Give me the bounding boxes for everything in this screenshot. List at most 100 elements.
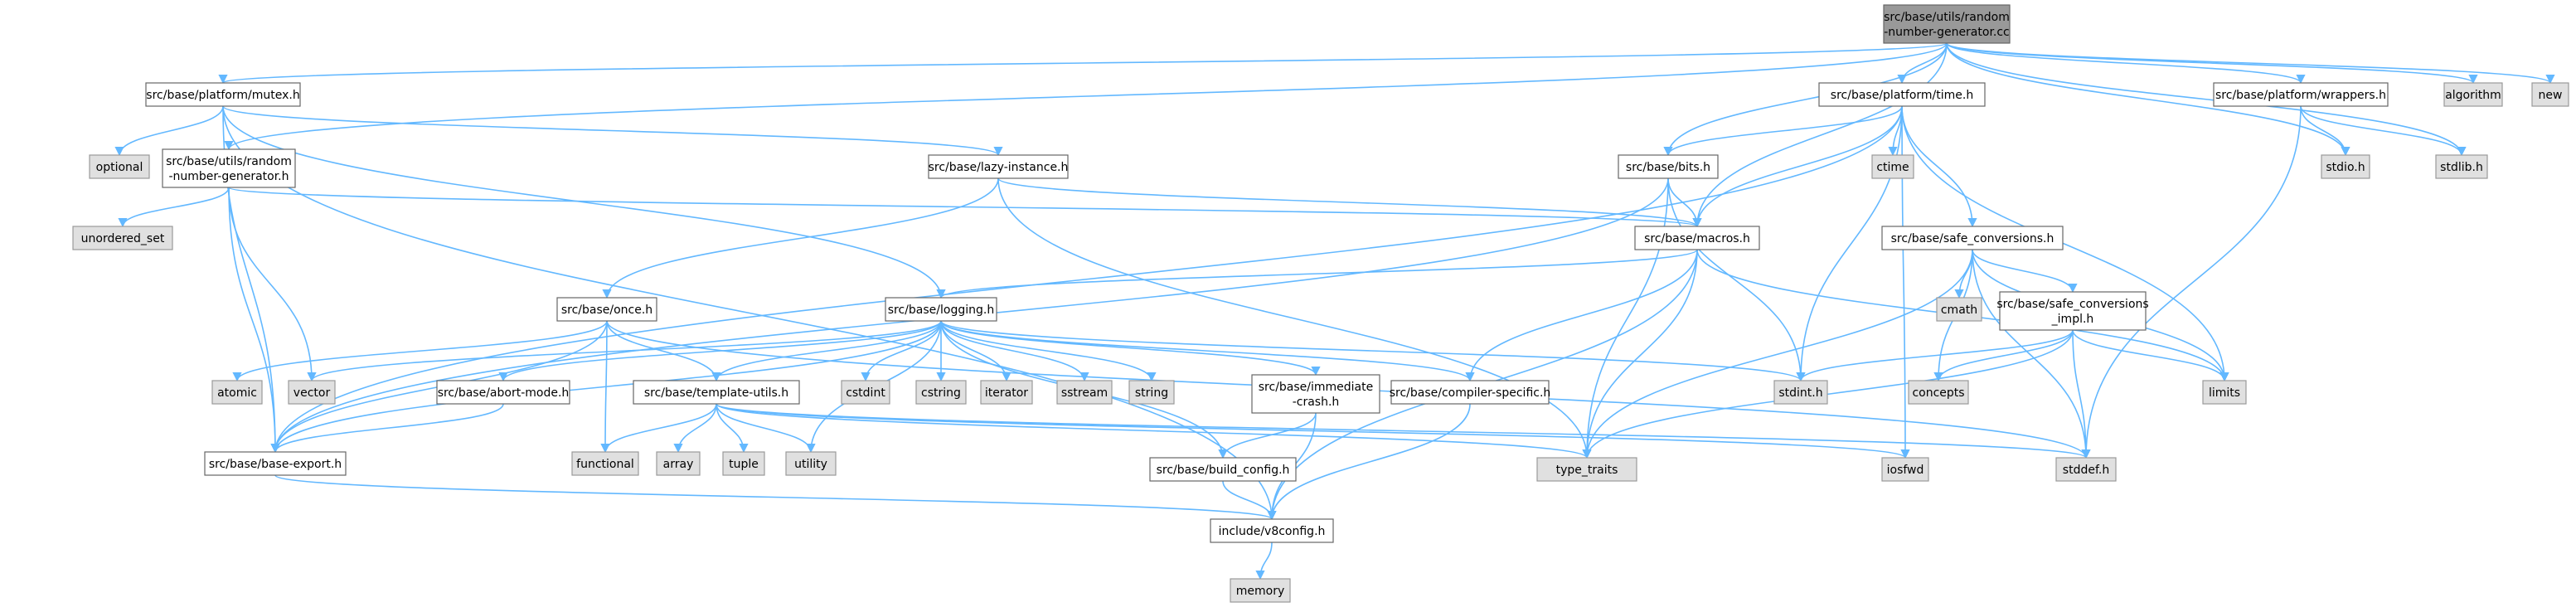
node-label-bits-0: src/base/bits.h bbox=[1626, 161, 1710, 174]
node-stddef[interactable]: stddef.h bbox=[2055, 457, 2117, 482]
node-label-tuple-0: tuple bbox=[729, 458, 759, 471]
edge-rng_h-to-macros bbox=[228, 187, 1701, 228]
node-label-array-0: array bbox=[663, 458, 694, 471]
node-label-limits-0: limits bbox=[2209, 386, 2240, 400]
node-label-ctime-0: ctime bbox=[1876, 161, 1909, 174]
node-label-immediate-1: -crash.h bbox=[1293, 396, 1340, 409]
node-stdlib[interactable]: stdlib.h bbox=[2435, 154, 2488, 179]
node-lazy[interactable]: src/base/lazy-instance.h bbox=[928, 154, 1069, 179]
edge-template-to-utility bbox=[716, 403, 816, 454]
node-stdio[interactable]: stdio.h bbox=[2321, 154, 2370, 179]
edge-logging-to-abort bbox=[498, 320, 942, 382]
node-label-safe_impl-0: src/base/safe_conversions bbox=[1996, 298, 2148, 311]
node-label-stdio-0: stdio.h bbox=[2326, 161, 2365, 174]
edge-template-to-tuple bbox=[716, 403, 749, 454]
node-box-string bbox=[1128, 380, 1175, 405]
node-box-ctime bbox=[1871, 154, 1914, 179]
node-box-time bbox=[1818, 82, 1986, 107]
edge-time-to-bits bbox=[1663, 105, 1903, 157]
node-sstream[interactable]: sstream bbox=[1056, 380, 1113, 405]
node-utility[interactable]: utility bbox=[785, 451, 837, 476]
node-box-cstring bbox=[915, 380, 967, 405]
node-label-mutex-0: src/base/platform/mutex.h bbox=[146, 89, 299, 102]
node-label-stdlib-0: stdlib.h bbox=[2440, 161, 2483, 174]
node-tuple[interactable]: tuple bbox=[722, 451, 765, 476]
node-label-sstream-0: sstream bbox=[1061, 386, 1108, 400]
node-compiler[interactable]: src/base/compiler-specific.h bbox=[1390, 380, 1551, 405]
node-box-unordered_set bbox=[72, 226, 173, 250]
node-iterator[interactable]: iterator bbox=[980, 380, 1033, 405]
node-v8config[interactable]: include/v8config.h bbox=[1210, 518, 1334, 543]
node-box-new bbox=[2531, 82, 2569, 107]
node-algorithm[interactable]: algorithm bbox=[2443, 82, 2503, 107]
node-box-array bbox=[656, 451, 701, 476]
node-label-once-0: src/base/once.h bbox=[561, 304, 652, 317]
node-cstdint[interactable]: cstdint bbox=[841, 380, 890, 405]
node-memory[interactable]: memory bbox=[1230, 578, 1291, 603]
node-atomic[interactable]: atomic bbox=[211, 380, 263, 405]
node-iosfwd[interactable]: iosfwd bbox=[1881, 457, 1929, 482]
node-limits[interactable]: limits bbox=[2202, 380, 2247, 405]
node-label-macros-0: src/base/macros.h bbox=[1644, 232, 1750, 245]
node-label-build_config-0: src/base/build_config.h bbox=[1157, 464, 1290, 477]
node-box-stdlib bbox=[2435, 154, 2488, 179]
node-wrappers[interactable]: src/base/platform/wrappers.h bbox=[2213, 82, 2389, 107]
node-safe_impl[interactable]: src/base/safe_conversions_impl.h bbox=[1996, 291, 2149, 331]
edge-root-to-stdio bbox=[1946, 42, 2350, 157]
node-build_config[interactable]: src/base/build_config.h bbox=[1149, 457, 1297, 482]
edge-rng_h-to-export bbox=[228, 187, 280, 454]
node-box-wrappers bbox=[2213, 82, 2389, 107]
node-box-tuple bbox=[722, 451, 765, 476]
node-immediate[interactable]: src/base/immediate -crash.h bbox=[1251, 374, 1380, 414]
node-safe_conv[interactable]: src/base/safe_conversions.h bbox=[1881, 226, 2064, 250]
node-abort[interactable]: src/base/abort-mode.h bbox=[436, 380, 570, 405]
node-box-export bbox=[204, 451, 347, 476]
edge-compiler-to-v8config bbox=[1267, 403, 1471, 521]
node-box-lazy bbox=[928, 154, 1069, 179]
edge-safe_impl-to-stdint bbox=[1796, 329, 2074, 382]
node-array[interactable]: array bbox=[656, 451, 701, 476]
node-cmath[interactable]: cmath bbox=[1936, 297, 1982, 322]
edge-safe_conv-to-type_traits bbox=[1582, 249, 1973, 459]
node-box-safe_conv bbox=[1881, 226, 2064, 250]
node-time[interactable]: src/base/platform/time.h bbox=[1818, 82, 1986, 107]
edge-once-to-atomic bbox=[232, 320, 608, 382]
node-logging[interactable]: src/base/logging.h bbox=[885, 297, 997, 322]
node-export[interactable]: src/base/base-export.h bbox=[204, 451, 347, 476]
node-label-rng_h-1: -number-generator.h bbox=[168, 170, 289, 183]
node-type_traits[interactable]: type_traits bbox=[1536, 457, 1637, 482]
node-label-stdint-0: stdint.h bbox=[1778, 386, 1822, 400]
node-rng_h[interactable]: src/base/utils/random-number-generator.h bbox=[162, 148, 296, 188]
node-box-type_traits bbox=[1536, 457, 1637, 482]
edge-template-to-type_traits bbox=[716, 403, 1592, 459]
node-string[interactable]: string bbox=[1128, 380, 1175, 405]
node-new[interactable]: new bbox=[2531, 82, 2569, 107]
edge-template-to-functional bbox=[600, 403, 717, 454]
node-template[interactable]: src/base/template-utils.h bbox=[633, 380, 800, 405]
node-label-root-0: src/base/utils/random bbox=[1884, 11, 2010, 24]
node-root[interactable]: src/base/utils/random-number-generator.c… bbox=[1883, 4, 2011, 44]
node-functional[interactable]: functional bbox=[571, 451, 639, 476]
node-stdint[interactable]: stdint.h bbox=[1773, 380, 1828, 405]
node-label-iosfwd-0: iosfwd bbox=[1887, 464, 1924, 477]
node-once[interactable]: src/base/once.h bbox=[556, 297, 657, 322]
node-box-root bbox=[1883, 4, 2011, 44]
edge-macros-to-type_traits bbox=[1582, 249, 1698, 459]
node-ctime[interactable]: ctime bbox=[1871, 154, 1914, 179]
node-mutex[interactable]: src/base/platform/mutex.h bbox=[145, 82, 301, 107]
node-unordered_set[interactable]: unordered_set bbox=[72, 226, 173, 250]
edge-logging-to-sstream bbox=[940, 320, 1089, 382]
node-label-immediate-0: src/base/immediate bbox=[1259, 381, 1373, 394]
node-optional[interactable]: optional bbox=[89, 154, 150, 179]
node-vector[interactable]: vector bbox=[288, 380, 336, 405]
node-box-v8config bbox=[1210, 518, 1334, 543]
node-concepts[interactable]: concepts bbox=[1908, 380, 1969, 405]
edge-mutex-to-lazy bbox=[222, 105, 1003, 157]
node-label-iterator-0: iterator bbox=[985, 386, 1028, 400]
node-macros[interactable]: src/base/macros.h bbox=[1634, 226, 1760, 250]
nodes-layer: src/base/utils/random-number-generator.c… bbox=[72, 4, 2569, 603]
node-box-mutex bbox=[145, 82, 301, 107]
node-cstring[interactable]: cstring bbox=[915, 380, 967, 405]
node-bits[interactable]: src/base/bits.h bbox=[1618, 154, 1719, 179]
node-box-build_config bbox=[1149, 457, 1297, 482]
